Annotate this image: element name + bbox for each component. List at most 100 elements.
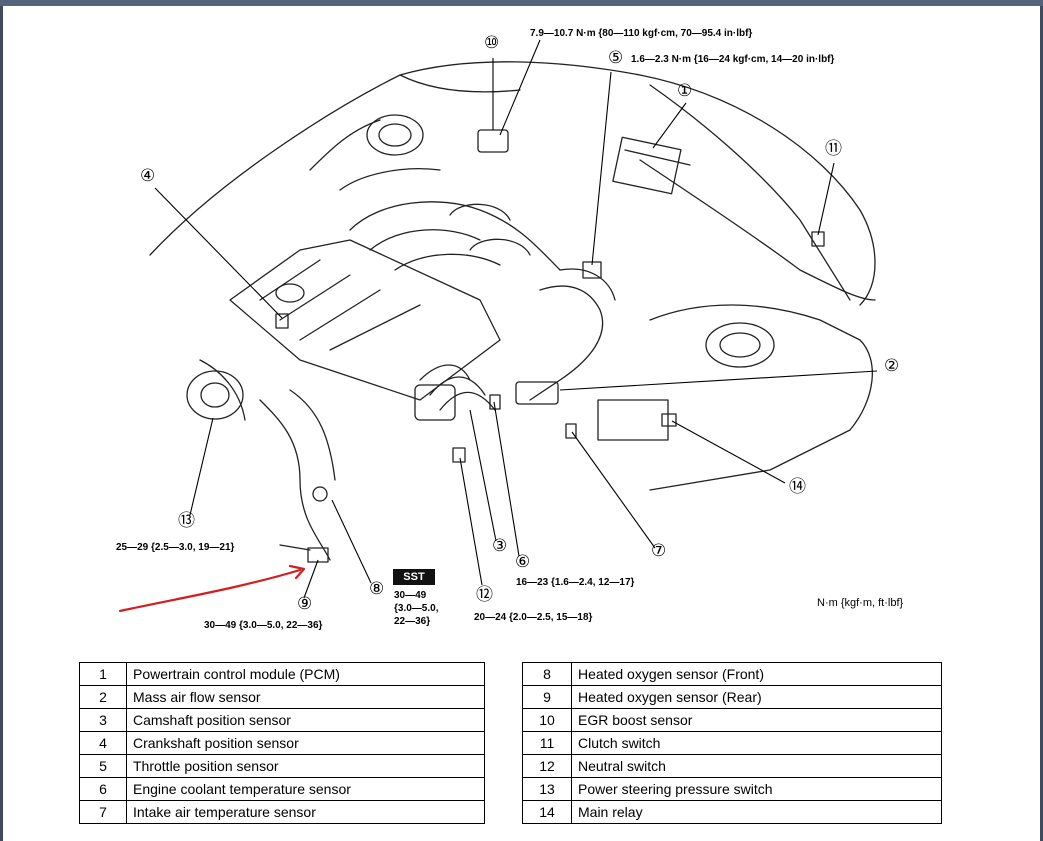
distributor (414, 384, 456, 421)
legend-num: 2 (79, 685, 127, 709)
relay-box (597, 399, 669, 441)
leader-8 (331, 499, 372, 584)
window-frame-right (1040, 6, 1043, 841)
callout-9: ⑨ (297, 594, 313, 613)
legend-label: Clutch switch (571, 731, 942, 755)
callout-2: ② (884, 356, 900, 375)
egr-boost-sensor-body (477, 129, 509, 153)
leader-7 (571, 431, 656, 549)
torque-sst-line-3: 22—36} (394, 616, 431, 627)
leader-3 (469, 409, 497, 542)
legend-label: Power steering pressure switch (571, 777, 942, 801)
leader-13 (189, 417, 214, 516)
pcm-box (612, 136, 682, 195)
power-steering-pump (186, 370, 244, 420)
legend-label: Neutral switch (571, 754, 942, 778)
torque-ps-switch: 25—29 {2.5—3.0, 19—21} (116, 542, 235, 553)
callout-6: ⑥ (515, 552, 531, 571)
legend-num: 9 (522, 685, 572, 709)
torque-egr-boost-sensor: 7.9—10.7 N·m {80—110 kgf·cm, 70—95.4 in·… (530, 28, 753, 39)
callout-3: ③ (492, 536, 508, 555)
exhaust-manifold (259, 389, 336, 561)
legend-num: 1 (79, 662, 127, 686)
brace-right (639, 159, 876, 301)
neutral-switch-body (452, 447, 466, 463)
callout-4: ④ (140, 166, 156, 185)
legend-num: 7 (79, 800, 127, 824)
legend-num: 3 (79, 708, 127, 732)
legend-num: 8 (522, 662, 572, 686)
leader-10b (499, 39, 541, 136)
firewall (649, 304, 873, 491)
maf-sensor-body (515, 381, 559, 405)
leader-5 (591, 71, 612, 266)
leader-2 (559, 370, 878, 391)
callout-7: ⑦ (651, 541, 667, 560)
legend-num: 13 (522, 777, 572, 801)
leader-6 (493, 401, 520, 557)
iat-sensor-body (565, 423, 577, 439)
torque-throttle-sensor: 1.6—2.3 N·m {16—24 kgf·cm, 14—20 in·lbf} (631, 54, 835, 65)
valve-cover (229, 239, 501, 401)
leader-9 (303, 559, 319, 599)
leader-4 (154, 187, 283, 319)
window-top-bar (0, 0, 1043, 6)
callout-5: ⑤ (608, 48, 624, 67)
leader-1 (652, 102, 687, 149)
callout-12: ⑫ (476, 585, 493, 604)
ho2s-front-body (312, 486, 328, 502)
leader-11 (817, 162, 835, 236)
legend-num: 12 (522, 754, 572, 778)
torque-ho2s-rear: 30—49 {3.0—5.0, 22—36} (204, 620, 323, 631)
legend-label: Intake air temperature sensor (126, 800, 485, 824)
legend-label: Mass air flow sensor (126, 685, 485, 709)
legend-num: 11 (522, 731, 572, 755)
callout-8: ⑧ (369, 579, 385, 598)
legend-num: 5 (79, 754, 127, 778)
intake-duct (529, 268, 616, 401)
intake-manifold (349, 201, 561, 271)
legend-label: Engine coolant temperature sensor (126, 777, 485, 801)
engine-compartment-diagram (118, 39, 878, 613)
strut-tower-left (366, 114, 424, 156)
sst-badge: SST (393, 569, 435, 585)
torque-units: N·m {kgf·m, ft·lbf} (817, 597, 904, 609)
callout-11: ⑪ (825, 139, 842, 158)
main-relay-body (661, 413, 677, 427)
hood-outline (149, 61, 876, 306)
legend-label: Crankshaft position sensor (126, 731, 485, 755)
leader-12 (459, 457, 483, 586)
callout-13: ⑬ (178, 511, 195, 530)
legend-num: 6 (79, 777, 127, 801)
legend-num: 4 (79, 731, 127, 755)
oil-cap (275, 283, 305, 303)
callout-14: ⑭ (789, 477, 806, 496)
torque-neutral-switch: 20—24 {2.0—2.5, 15—18} (474, 612, 593, 623)
legend-label: Camshaft position sensor (126, 708, 485, 732)
legend-label: Main relay (571, 800, 942, 824)
legend-label: Heated oxygen sensor (Front) (571, 662, 942, 686)
window-frame-left (0, 6, 3, 841)
legend-label: EGR boost sensor (571, 708, 942, 732)
legend-label: Powertrain control module (PCM) (126, 662, 485, 686)
torque-sst-line-2: {3.0—5.0, (394, 603, 439, 614)
ho2s-rear-body (307, 547, 329, 563)
crank-sensor-body (275, 313, 289, 329)
legend-label: Throttle position sensor (126, 754, 485, 778)
